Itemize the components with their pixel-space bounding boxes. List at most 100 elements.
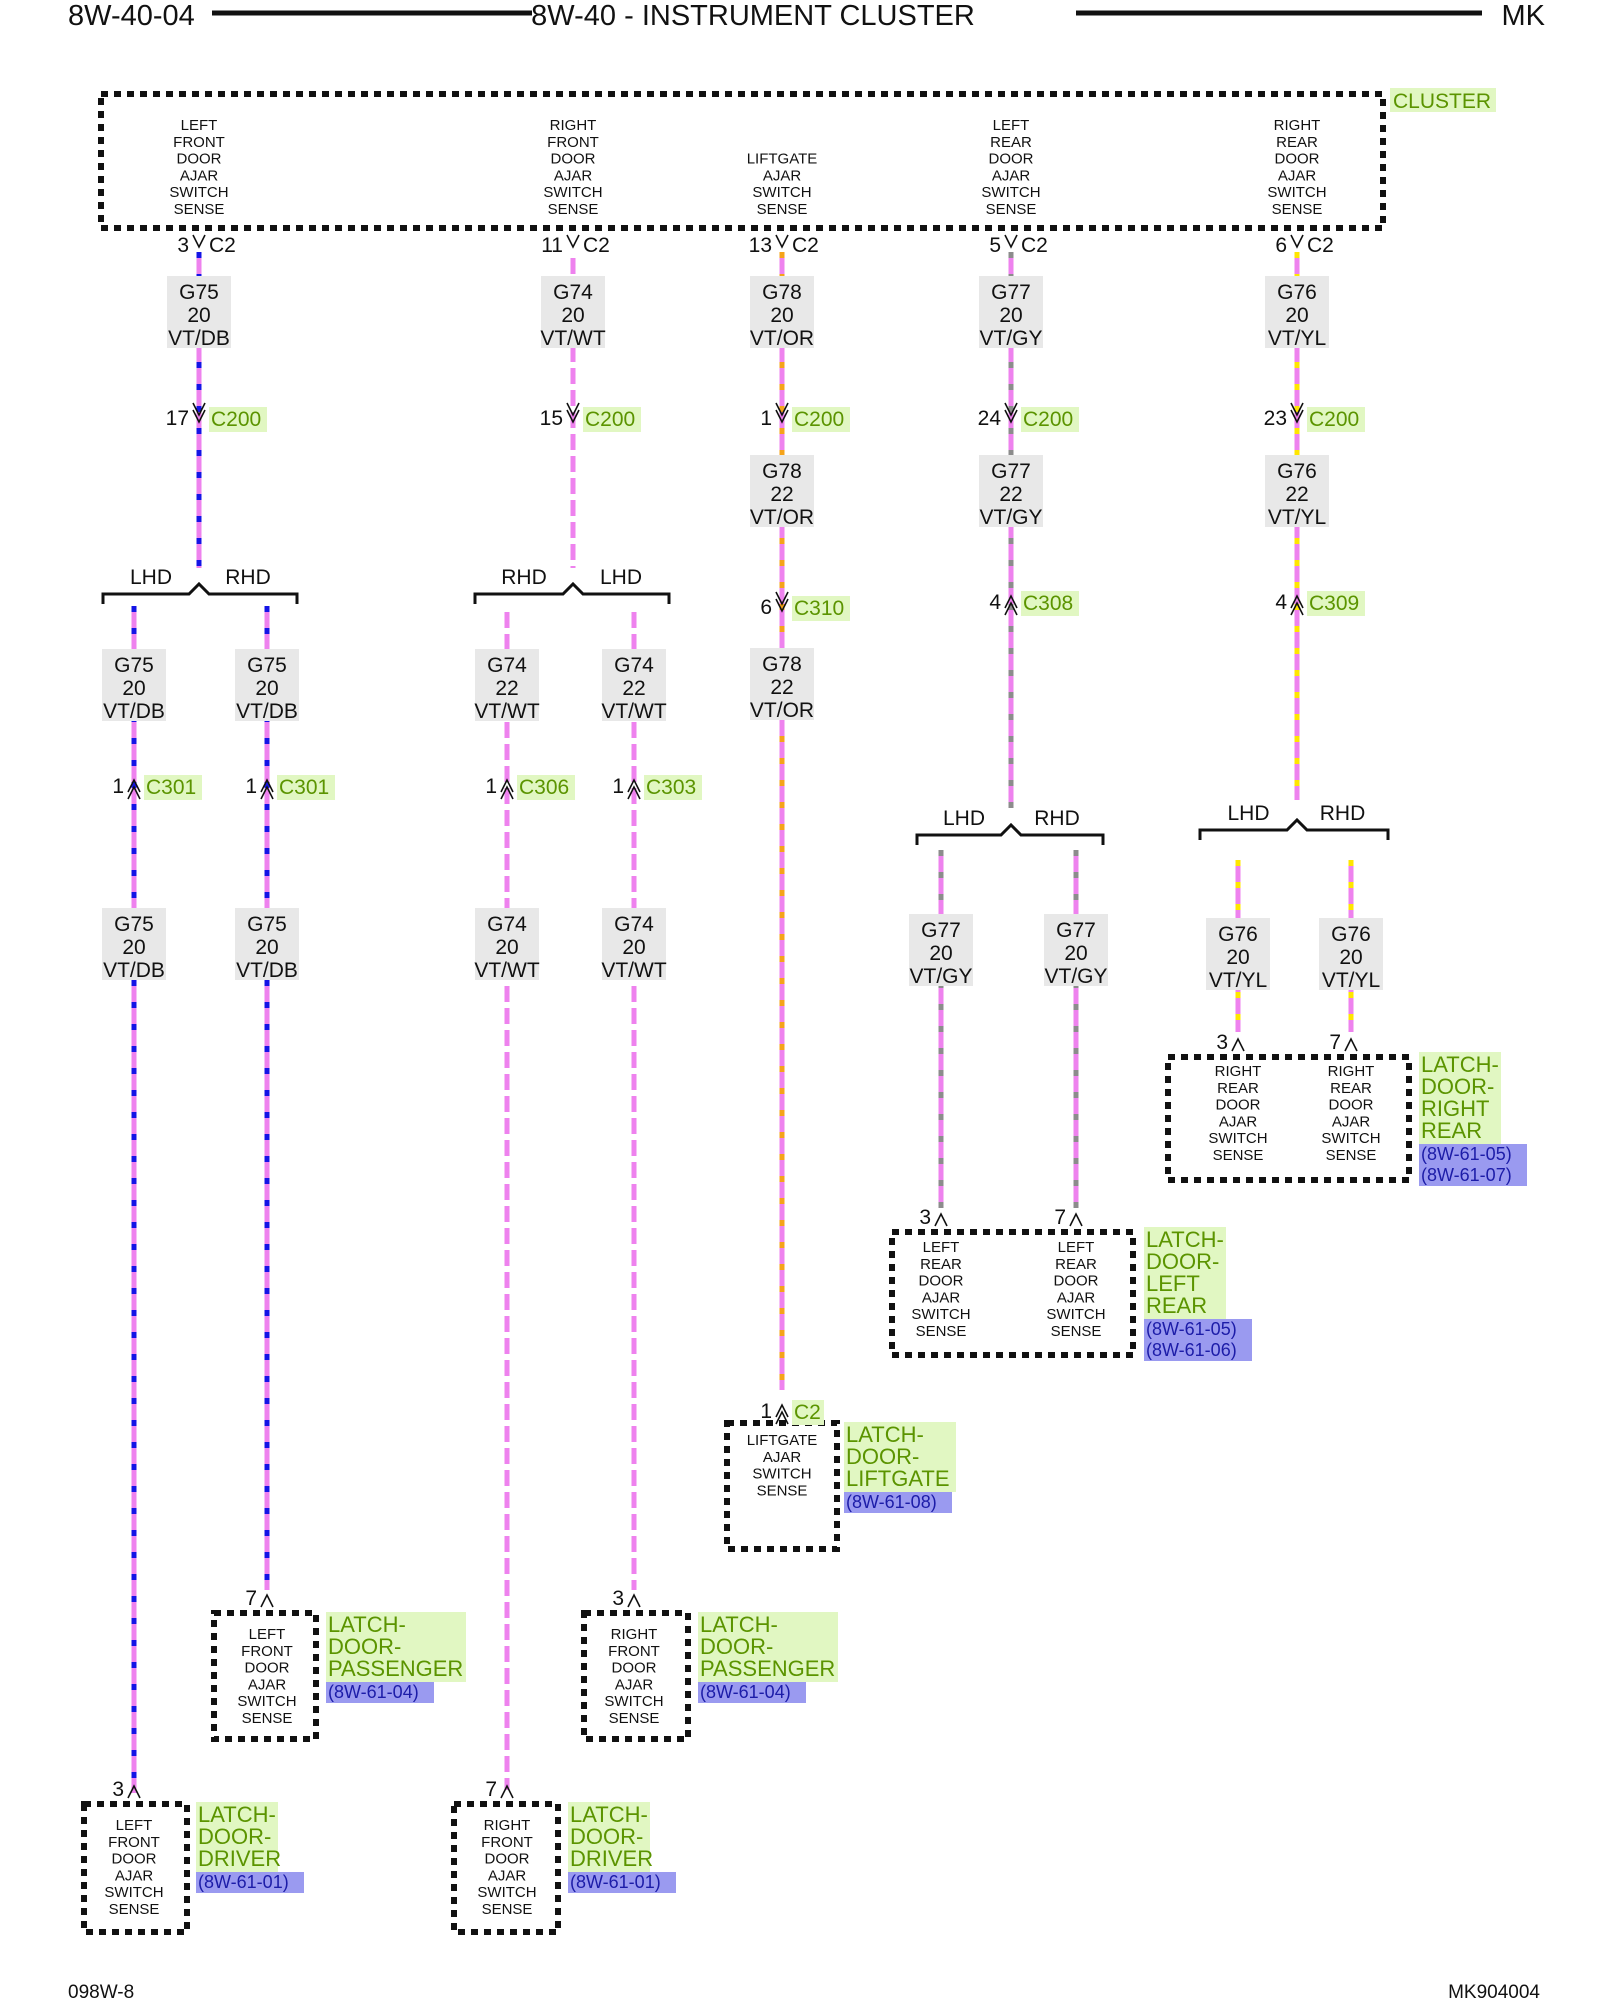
component-pin-label: SWITCH: [604, 1693, 663, 1710]
split-label-rhd: RHD: [1034, 807, 1080, 830]
component-name-line: DOOR-: [846, 1444, 919, 1469]
wire-label-text: VT/OR: [750, 506, 814, 529]
wire-label-bg: [602, 908, 666, 980]
connector-name-bg: [277, 775, 335, 800]
component-pin-label: SWITCH: [237, 1693, 296, 1710]
component-pin-label: SENSE: [916, 1323, 967, 1340]
component-name-line: LATCH-: [846, 1422, 924, 1447]
connector-name-c310: C310: [794, 597, 844, 620]
connector-chevron-up: [127, 778, 141, 800]
pin-arrow-up: [934, 1212, 948, 1227]
component-box-liftgate: [724, 1420, 840, 1552]
component-name-line: LEFT: [1146, 1271, 1200, 1296]
pin-arrow-down: [1290, 234, 1304, 249]
component-name-line: LATCH-: [1421, 1052, 1499, 1077]
component-pin-label: SENSE: [1326, 1147, 1377, 1164]
wire-label-bg: [1319, 918, 1383, 990]
pin-arrow-down: [775, 234, 789, 249]
cluster-pin-label: AJAR: [180, 167, 219, 184]
component-pin-number: 3: [919, 1206, 931, 1229]
component-pin-number: 7: [1329, 1031, 1341, 1054]
wire-label-text: VT/OR: [750, 699, 814, 722]
component-box-right-rear: [1165, 1054, 1412, 1183]
connector-name-c2: C2: [794, 1401, 821, 1424]
connector-name-bg: [583, 407, 641, 432]
ref-bg: [568, 1872, 676, 1893]
component-pin-label: SENSE: [109, 1901, 160, 1918]
wire-label-text: G77: [921, 919, 961, 942]
ref-bg: [1419, 1165, 1527, 1186]
component-pin-label: LIFTGATE: [747, 1432, 818, 1449]
connector-chevron-up: [627, 778, 641, 800]
cluster-pin-label: AJAR: [992, 167, 1031, 184]
wire-label-text: VT/GY: [1044, 965, 1107, 988]
wire-label-bg: [979, 276, 1043, 348]
component-name-bg: [568, 1802, 650, 1872]
wire-label-text: G76: [1218, 923, 1258, 946]
ref-bg: [1419, 1144, 1527, 1165]
page-title: 8W-40 - INSTRUMENT CLUSTER: [531, 0, 975, 32]
wire-label-text: VT/WT: [601, 959, 666, 982]
wire-label-text: VT/OR: [750, 327, 814, 350]
component-pin-label: DOOR: [485, 1851, 530, 1868]
ref-bg: [1144, 1319, 1252, 1340]
wire-label-text: VT/YL: [1209, 969, 1267, 992]
connector-name-c301: C301: [279, 776, 329, 799]
wire-label-text: G74: [487, 654, 527, 677]
cluster-pin-connector: C2: [1307, 234, 1334, 257]
pin-arrow-up: [260, 1593, 274, 1608]
wire-label-bg: [102, 649, 166, 721]
split-bracket: [1198, 817, 1390, 840]
component-name-bg: [1144, 1227, 1226, 1319]
component-pin-label: DOOR: [1216, 1097, 1261, 1114]
component-name-line: DOOR-: [328, 1634, 401, 1659]
connector-pin-number: 1: [485, 775, 497, 798]
wire-label-text: VT/DB: [236, 959, 298, 982]
component-name-line: DOOR-: [570, 1824, 643, 1849]
split-label-rhd: RHD: [501, 566, 547, 589]
component-pin-label: AJAR: [615, 1676, 654, 1693]
component-name-line: REAR: [1146, 1293, 1207, 1318]
wire-label-bg: [167, 276, 231, 348]
component-name-line: PASSENGER: [328, 1656, 463, 1681]
wire-label-text: G74: [614, 654, 654, 677]
pin-arrow-up: [1069, 1212, 1083, 1227]
component-pin-label: AJAR: [1332, 1113, 1371, 1130]
wire-label-text: G76: [1277, 281, 1317, 304]
connector-name-bg: [517, 775, 575, 800]
cluster-pin-connector: C2: [792, 234, 819, 257]
pin-arrow-up: [627, 1593, 641, 1608]
connector-name-c200: C200: [794, 408, 844, 431]
component-pin-label: SWITCH: [1208, 1130, 1267, 1147]
connector-name-c306: C306: [519, 776, 569, 799]
cluster-pin-label: SWITCH: [169, 184, 228, 201]
wire-label-text: VT/GY: [979, 506, 1042, 529]
connector-name-c303: C303: [646, 776, 696, 799]
page-reference-link: (8W-61-01): [198, 1872, 289, 1892]
wire-label-text: 20: [999, 304, 1022, 327]
wire-label-text: VT/GY: [979, 327, 1042, 350]
cluster-pin-label: SENSE: [548, 201, 599, 218]
component-pin-label: DOOR: [112, 1851, 157, 1868]
component-pin-label: REAR: [1330, 1080, 1372, 1097]
connector-pin-number: 24: [978, 407, 1002, 430]
connector-name-bg: [1021, 591, 1079, 616]
connector-name-c200: C200: [1309, 408, 1359, 431]
component-pin-number: 3: [112, 1778, 124, 1801]
wire-label-text: 22: [495, 677, 518, 700]
connector-pin-number: 17: [166, 407, 189, 430]
component-pin-label: FRONT: [108, 1834, 160, 1851]
wire-label-text: G76: [1331, 923, 1371, 946]
split-label-lhd: LHD: [600, 566, 642, 589]
wire-label-text: VT/DB: [168, 327, 230, 350]
cluster-pin-label: AJAR: [763, 167, 802, 184]
component-pin-label: LEFT: [249, 1626, 286, 1643]
wire-label-bg: [909, 914, 973, 986]
wire-label-text: VT/WT: [601, 700, 666, 723]
connector-name-bg: [144, 775, 202, 800]
